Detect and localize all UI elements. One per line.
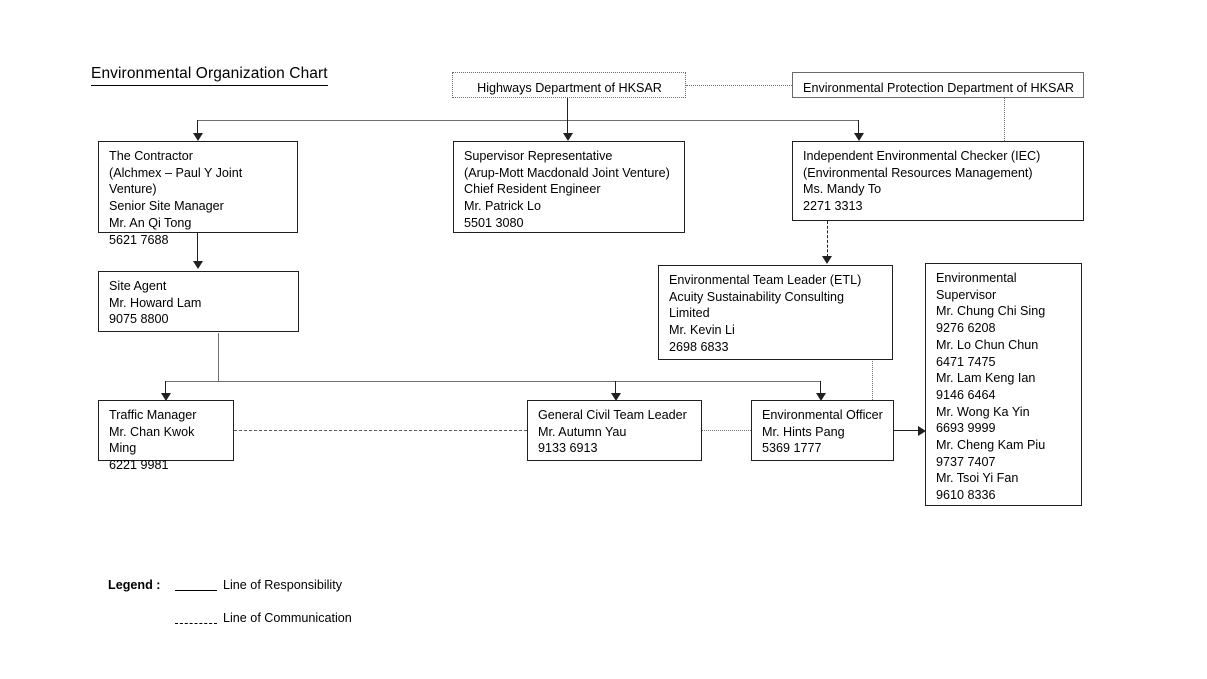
edge-top-bus [197, 120, 858, 122]
node-independent-environmental-checker[interactable]: Independent Environmental Checker (IEC) … [792, 141, 1084, 221]
arrowhead-traffic-manager [160, 393, 171, 401]
edge-etl-to-environmental-officer [872, 361, 873, 400]
edge-epd-to-iec [1004, 98, 1005, 143]
edge-highways-to-epd [686, 85, 792, 86]
edge-bus-to-contractor [197, 120, 199, 136]
edge-bus-to-environmental-officer [820, 381, 822, 395]
edge-bus-to-iec [858, 120, 860, 136]
node-supervisor-representative[interactable]: Supervisor Representative (Arup-Mott Mac… [453, 141, 685, 233]
node-environmental-protection-department[interactable]: Environmental Protection Department of H… [792, 72, 1084, 98]
edge-bottom-bus [165, 381, 821, 383]
edge-iec-to-etl [827, 221, 828, 257]
arrowhead-iec [853, 133, 864, 141]
edge-general-civil-to-environmental-officer [702, 430, 751, 431]
arrowhead-site-agent [192, 261, 203, 269]
edge-traffic-to-general-civil [234, 430, 527, 431]
node-traffic-manager[interactable]: Traffic Manager Mr. Chan Kwok Ming 6221 … [98, 400, 234, 472]
edge-site-agent-drop [218, 333, 220, 382]
legend-communication-label: Line of Communication [223, 611, 352, 625]
arrowhead-environmental-officer [815, 393, 826, 401]
arrowhead-environmental-supervisor [918, 425, 926, 436]
edge-bus-to-supervisor [567, 120, 569, 136]
arrowhead-general-civil [610, 393, 621, 401]
arrowhead-etl [821, 256, 832, 264]
edge-bus-to-traffic-manager [165, 381, 167, 395]
node-highways-department[interactable]: Highways Department of HKSAR [452, 72, 686, 98]
edge-environmental-officer-to-supervisor [894, 430, 920, 432]
arrowhead-supervisor [562, 133, 573, 141]
arrowhead-contractor [192, 133, 203, 141]
legend-label: Legend : [108, 578, 161, 592]
node-site-agent[interactable]: Site Agent Mr. Howard Lam 9075 8800 [98, 271, 299, 332]
legend-responsibility-label: Line of Responsibility [223, 578, 343, 592]
edge-highways-drop [567, 98, 569, 121]
legend-communication-line-sample [175, 623, 217, 624]
node-general-civil-team-leader[interactable]: General Civil Team Leader Mr. Autumn Yau… [527, 400, 702, 461]
edge-bus-to-general-civil [615, 381, 617, 395]
page-title: Environmental Organization Chart [91, 64, 328, 86]
node-contractor[interactable]: The Contractor (Alchmex – Paul Y Joint V… [98, 141, 298, 247]
edge-contractor-to-site-agent [197, 232, 199, 263]
node-environmental-team-leader[interactable]: Environmental Team Leader (ETL) Acuity S… [658, 265, 893, 360]
node-environmental-supervisor[interactable]: Environmental Supervisor Mr. Chung Chi S… [925, 263, 1082, 506]
node-environmental-officer[interactable]: Environmental Officer Mr. Hints Pang 536… [751, 400, 894, 461]
legend-responsibility-line-sample [175, 590, 217, 591]
